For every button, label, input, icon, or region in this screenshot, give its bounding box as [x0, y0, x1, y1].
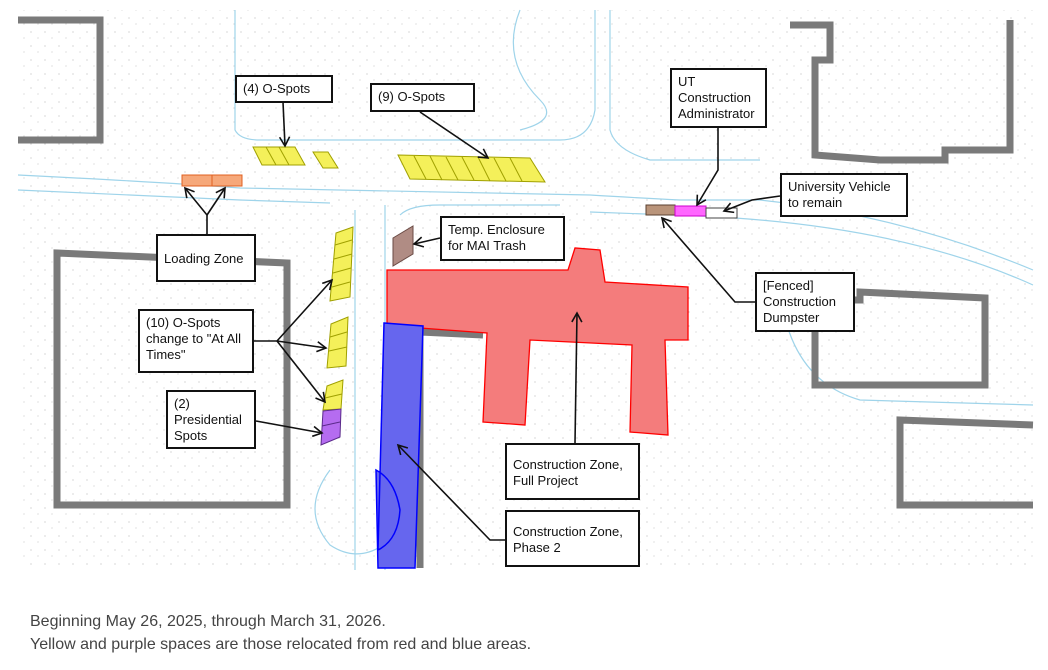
- o-spots-side-10: [322, 226, 354, 411]
- callout-arrows: [183, 101, 781, 541]
- building-top-right: [790, 20, 1014, 164]
- building-right-middle: [811, 288, 989, 389]
- label-o-spots-4: (4) O-Spots: [235, 75, 333, 103]
- label-loading-zone: Loading Zone: [156, 234, 256, 282]
- label-ut-construction-administrator: UT Construction Administrator: [670, 68, 767, 128]
- construction-dumpster: [645, 204, 676, 216]
- university-vehicle-spot: [705, 207, 738, 219]
- o-spots-top-9: [397, 154, 546, 183]
- caption-dates: Beginning May 26, 2025, through March 31…: [30, 613, 386, 630]
- construction-zone-full-project: [386, 247, 689, 436]
- label-trash-enclosure: Temp. Enclosure for MAI Trash: [440, 216, 565, 261]
- loading-zone: [181, 174, 243, 187]
- building-bottom-right: [896, 416, 1034, 509]
- label-construction-zone-full: Construction Zone, Full Project: [505, 443, 640, 500]
- building-top-left: [18, 16, 104, 144]
- label-presidential-spots: (2) Presidential Spots: [166, 390, 256, 449]
- label-construction-zone-phase2: Construction Zone, Phase 2: [505, 510, 640, 567]
- ut-admin-spot: [674, 205, 707, 217]
- label-construction-dumpster: [Fenced] Construction Dumpster: [755, 272, 855, 332]
- caption-note: Yellow and purple spaces are those reloc…: [30, 636, 532, 653]
- label-o-spots-10: (10) O-Spots change to "At All Times": [138, 309, 254, 373]
- label-o-spots-9: (9) O-Spots: [370, 83, 475, 112]
- roads: [17, 9, 1034, 570]
- trash-enclosure: [392, 225, 414, 267]
- label-university-vehicle: University Vehicle to remain: [780, 173, 908, 217]
